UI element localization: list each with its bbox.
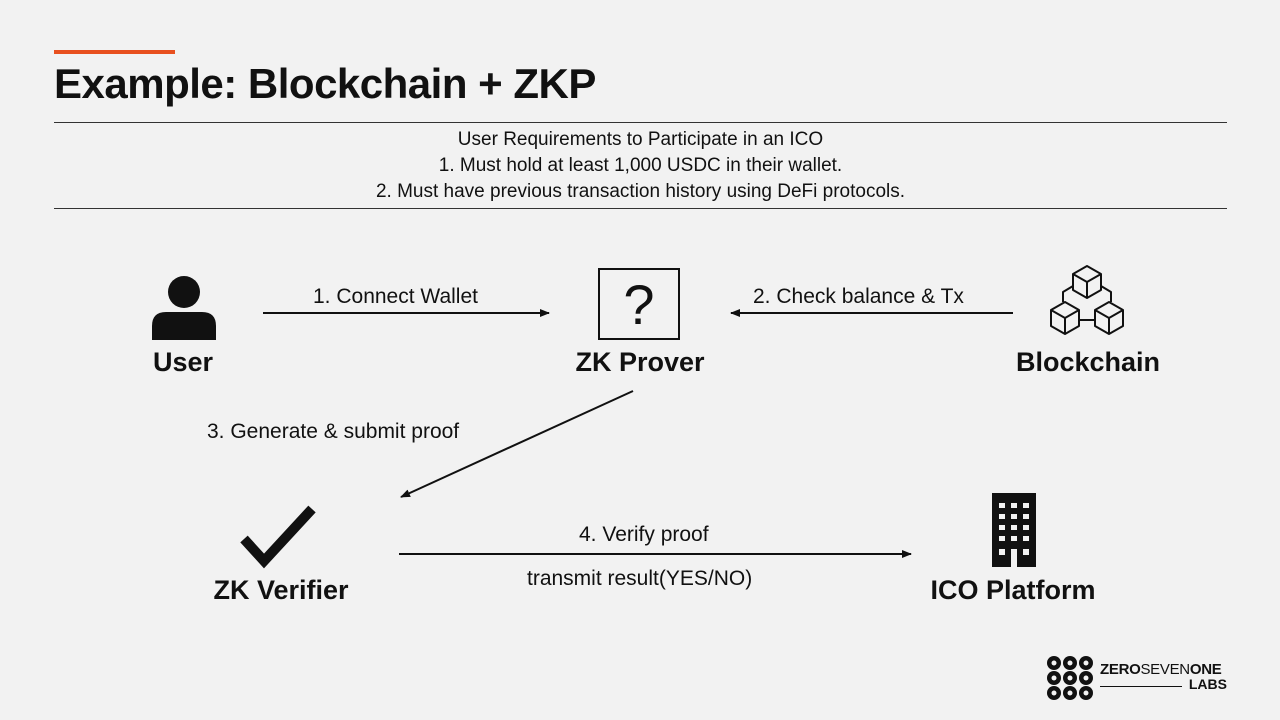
logo-labs: LABS — [1188, 676, 1227, 692]
requirements-heading: User Requirements to Participate in an I… — [457, 129, 824, 150]
building-icon — [992, 493, 1036, 567]
node-label-ico-platform: ICO Platform — [930, 575, 1096, 605]
blockchain-cubes-icon — [1050, 265, 1124, 335]
divider-top — [54, 122, 1227, 123]
question-glyph: ? — [623, 272, 655, 336]
title-accent-bar — [54, 50, 175, 54]
node-label-zk-verifier: ZK Verifier — [213, 575, 349, 605]
edge-label-verify-proof: 4. Verify proof — [579, 523, 709, 546]
edge-label-check-balance: 2. Check balance & Tx — [753, 285, 964, 308]
checkmark-icon — [240, 505, 316, 569]
node-label-blockchain: Blockchain — [1015, 347, 1161, 377]
page-title: Example: Blockchain + ZKP — [54, 60, 596, 107]
node-label-zk-prover: ZK Prover — [575, 347, 705, 377]
divider-bottom — [54, 208, 1227, 209]
logo-word-zero: ZERO — [1100, 661, 1141, 678]
node-label-user: User — [152, 347, 214, 377]
logo-word-seven: SEVEN — [1140, 661, 1190, 678]
logo-word-one: ONE — [1189, 661, 1222, 678]
question-box-icon: ? — [598, 268, 680, 340]
requirements-block: User Requirements to Participate in an I… — [54, 127, 1227, 205]
edge-label-connect-wallet: 1. Connect Wallet — [313, 285, 478, 308]
logo-wordmark: ZEROSEVENONE — [1100, 661, 1222, 678]
edge-label-transmit-result: transmit result(YES/NO) — [527, 567, 753, 590]
person-icon — [152, 276, 216, 340]
requirement-item: 2. Must have previous transaction histor… — [375, 181, 906, 202]
arrow-submit-proof — [400, 390, 634, 498]
zero-seven-one-logo-icon — [1047, 656, 1093, 700]
logo-underline — [1100, 686, 1182, 687]
edge-label-generate-proof: 3. Generate & submit proof — [207, 420, 460, 443]
requirement-item: 1. Must hold at least 1,000 USDC in thei… — [438, 155, 843, 176]
